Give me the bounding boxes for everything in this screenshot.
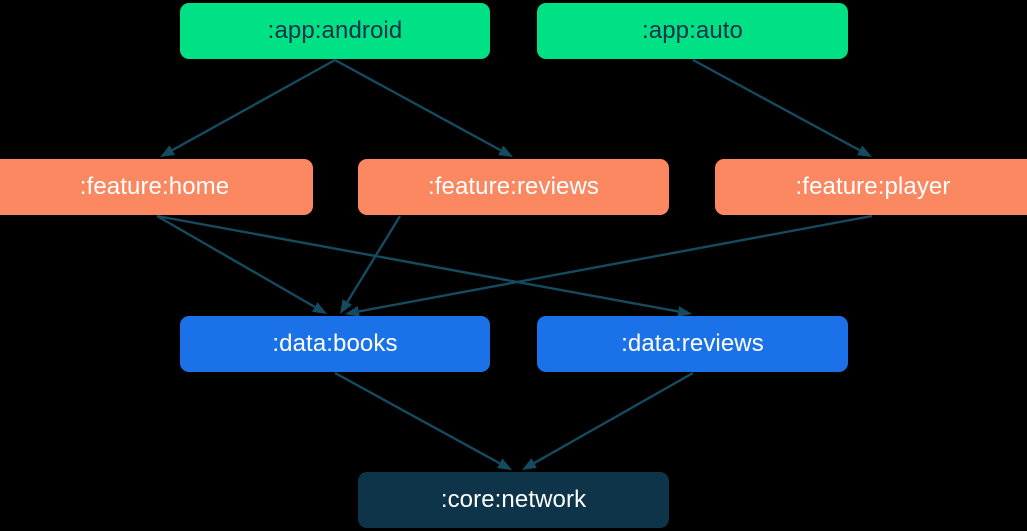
- node-feature-player[interactable]: :feature:player: [715, 159, 1027, 215]
- edge-line: [156, 214, 679, 313]
- node-label: :core:network: [440, 486, 587, 513]
- edge-line: [334, 371, 501, 465]
- node-app-auto[interactable]: :app:auto: [537, 3, 848, 59]
- node-label: :feature:player: [795, 173, 951, 200]
- edge-arrowhead: [340, 299, 353, 314]
- node-label: :data:books: [272, 330, 398, 357]
- edge-line: [692, 58, 861, 152]
- node-app-android[interactable]: :app:android: [180, 3, 490, 59]
- edge-arrowhead: [497, 458, 512, 470]
- node-label: :feature:home: [79, 173, 230, 200]
- node-data-books[interactable]: :data:books: [180, 316, 490, 372]
- node-label: :data:reviews: [621, 330, 764, 357]
- edge-arrowhead: [312, 302, 327, 314]
- edge-arrowhead: [857, 145, 872, 157]
- node-feature-home[interactable]: :feature:home: [0, 159, 313, 215]
- edge-line: [533, 371, 694, 465]
- edge-line: [156, 214, 316, 309]
- edge-arrowhead: [160, 145, 175, 157]
- node-label: :app:android: [267, 17, 403, 44]
- node-data-reviews[interactable]: :data:reviews: [537, 316, 848, 372]
- edge-arrowhead: [522, 458, 537, 470]
- edge-arrowhead: [498, 145, 513, 157]
- node-core-network[interactable]: :core:network: [358, 472, 669, 528]
- edge-line: [358, 214, 873, 313]
- edge-line: [346, 215, 402, 303]
- node-label: :app:auto: [642, 17, 743, 44]
- node-label: :feature:reviews: [427, 173, 599, 200]
- node-feature-reviews[interactable]: :feature:reviews: [358, 159, 669, 215]
- edge-line: [334, 58, 502, 152]
- edge-line: [171, 58, 336, 152]
